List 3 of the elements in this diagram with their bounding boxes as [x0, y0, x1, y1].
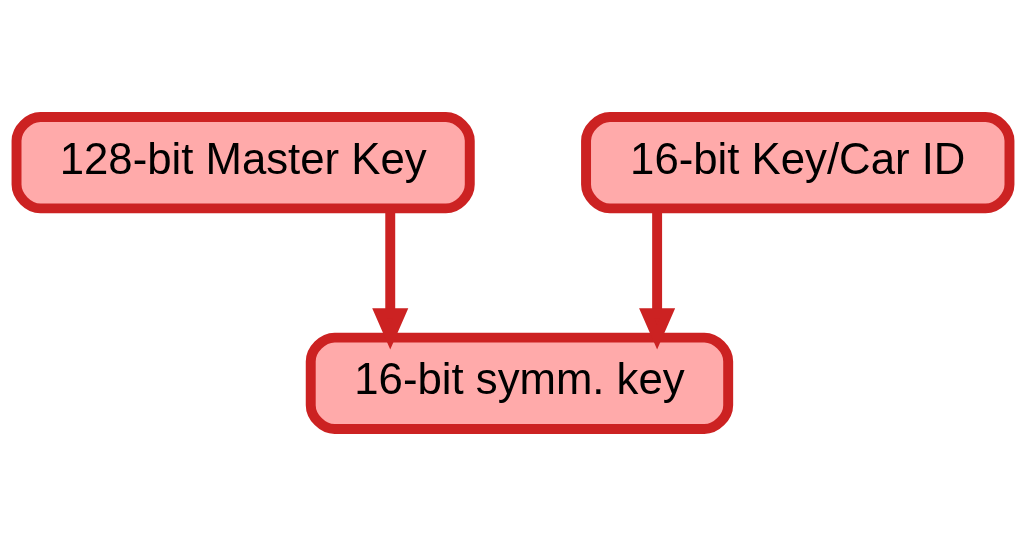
node-box: 128-bit Master Key: [11, 112, 475, 214]
node-box: 16-bit Key/Car ID: [581, 112, 1015, 214]
node-box: 16-bit symm. key: [305, 332, 734, 435]
